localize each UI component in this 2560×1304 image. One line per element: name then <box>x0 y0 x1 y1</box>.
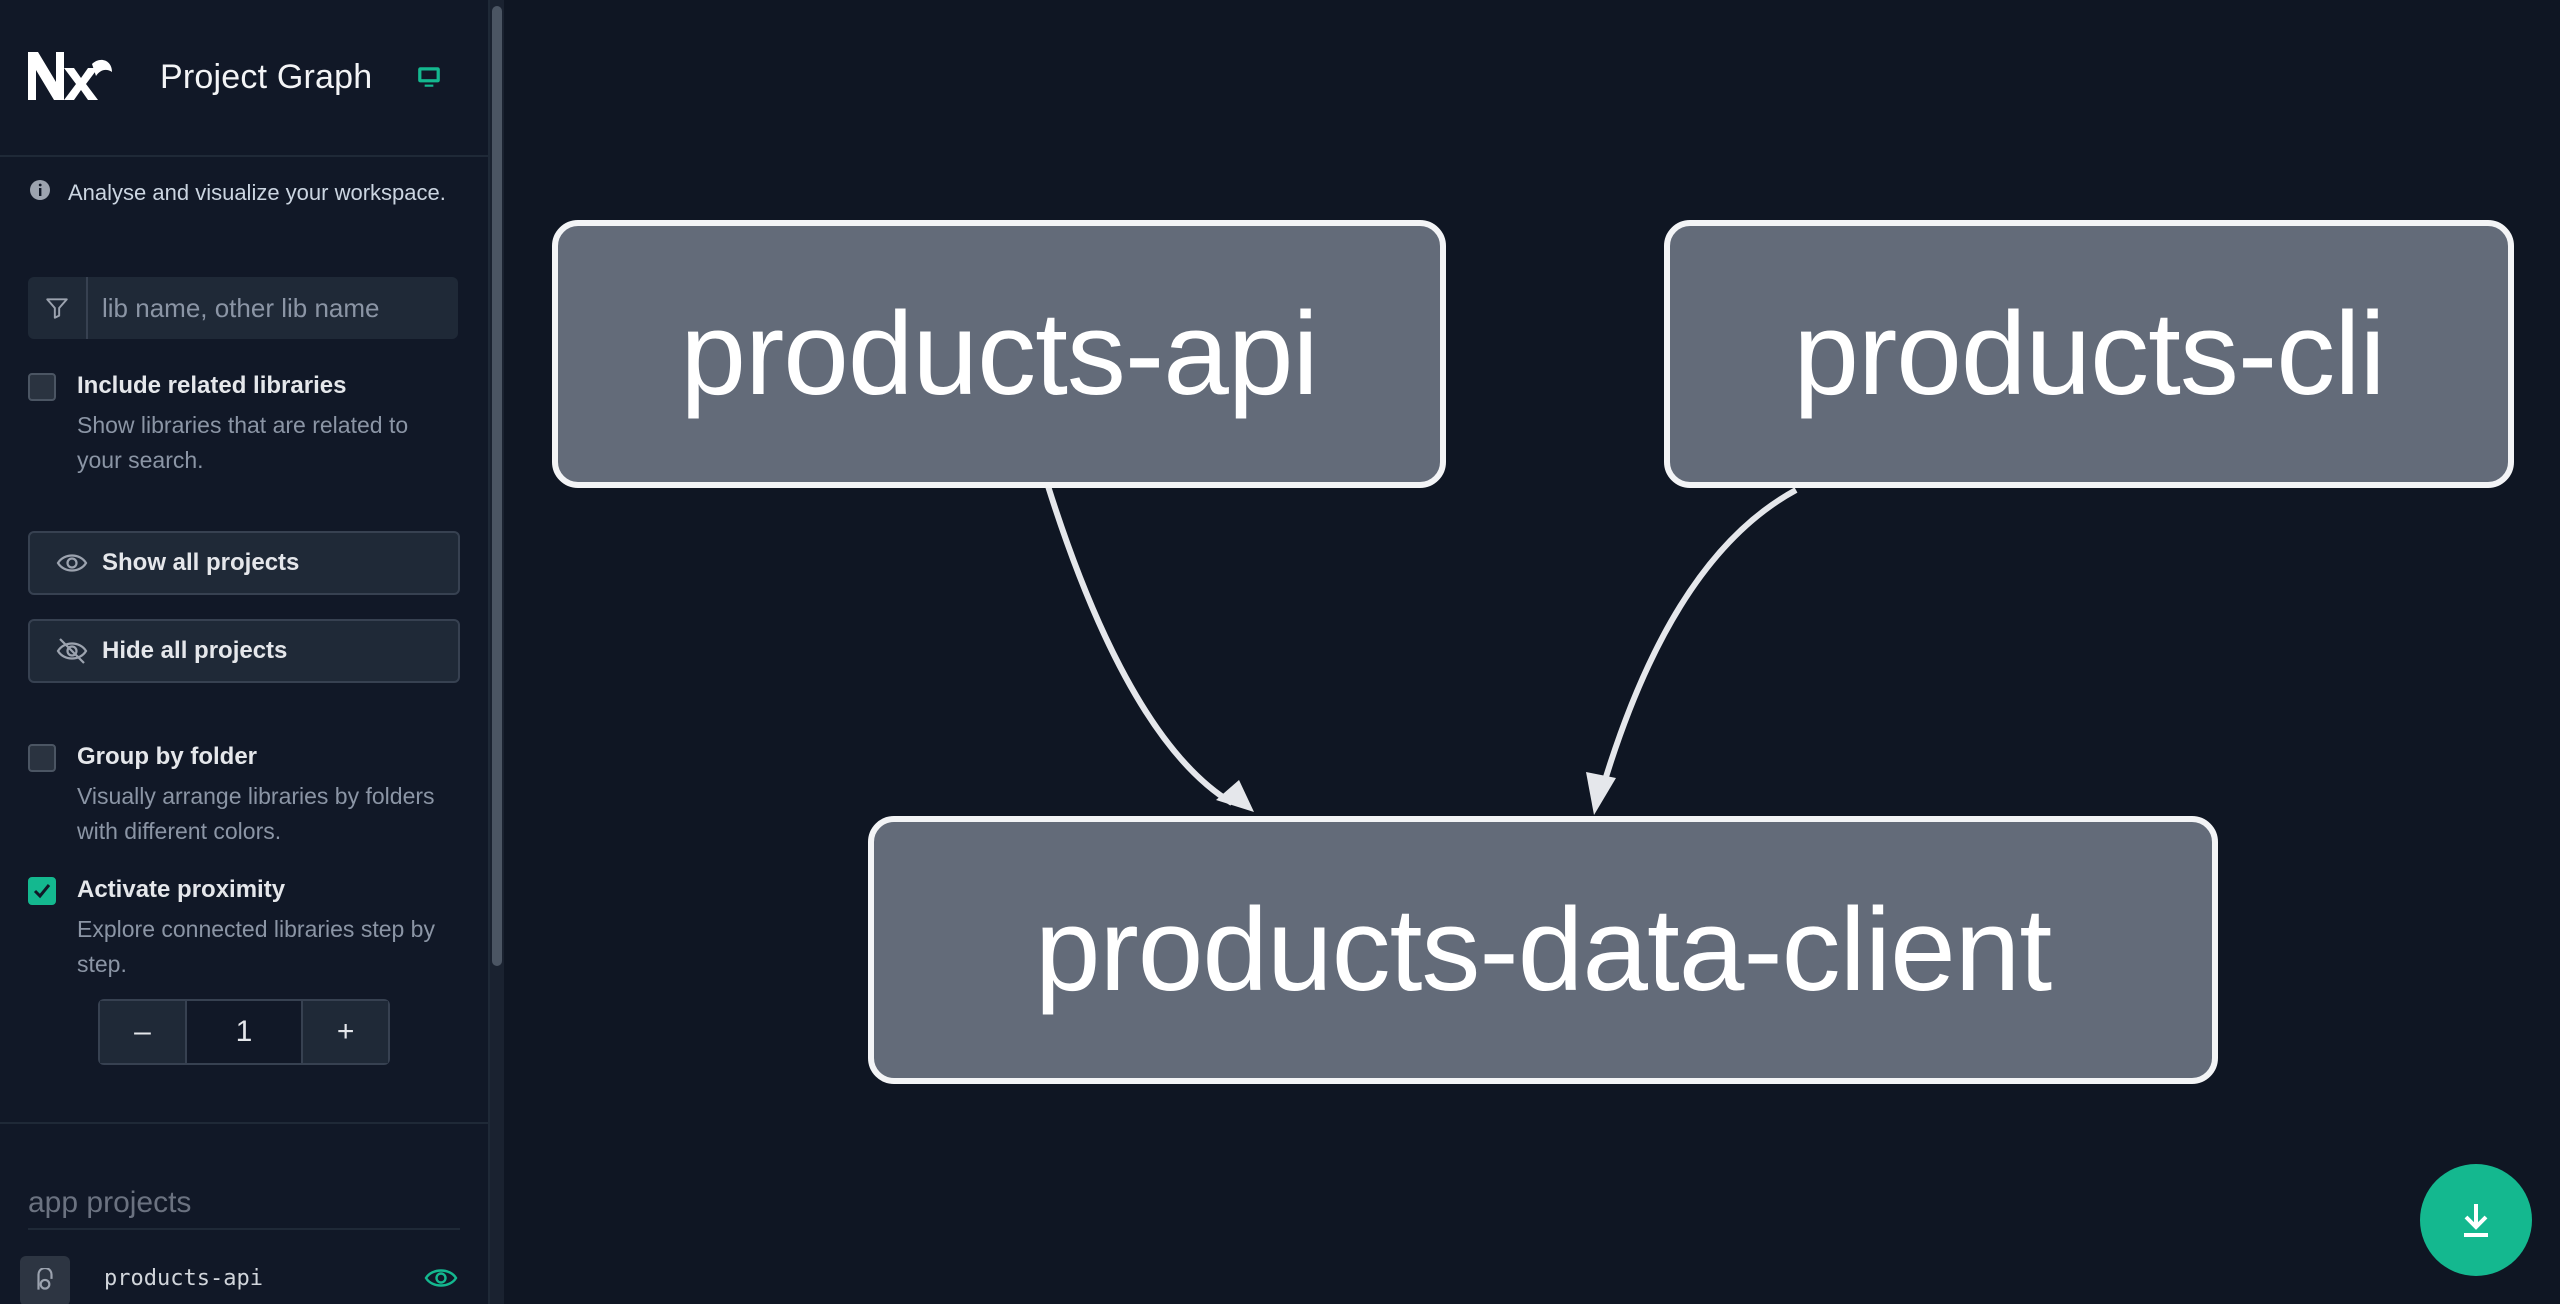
info-text: Analyse and visualize your workspace. <box>68 179 446 205</box>
scrollbar-thumb[interactable] <box>492 6 502 966</box>
graph-node-products-data-client[interactable]: products-data-client <box>868 816 2218 1084</box>
project-row: products-api <box>20 1252 460 1304</box>
app-projects-heading: app projects <box>28 1186 192 1219</box>
group-by-folder-label: Group by folder <box>77 743 257 770</box>
edge-products-api-to-products-data-client <box>1045 485 1234 806</box>
download-icon <box>2464 1204 2488 1237</box>
section-divider <box>28 1228 460 1230</box>
app-title: Project Graph <box>160 58 373 96</box>
decrement-button[interactable]: – <box>100 1001 185 1063</box>
hide-all-projects-label: Hide all projects <box>102 637 288 664</box>
arrowhead <box>1216 780 1254 812</box>
project-name[interactable]: products-api <box>104 1266 263 1291</box>
graph-canvas[interactable]: products-api products-cli products-data-… <box>504 0 2560 1304</box>
include-related-description: Show libraries that are related to your … <box>77 412 409 473</box>
search-input[interactable] <box>100 291 444 325</box>
group-by-folder-checkbox[interactable] <box>28 744 56 772</box>
hide-all-projects-button[interactable]: Hide all projects <box>28 619 460 683</box>
proximity-stepper: – 1 + <box>98 999 390 1065</box>
show-all-projects-button[interactable]: Show all projects <box>28 531 460 595</box>
arrowhead <box>1586 772 1616 815</box>
show-all-projects-label: Show all projects <box>102 549 300 576</box>
proximity-value: 1 <box>184 1001 304 1063</box>
sidebar: Project Graph Analyse and visualize your… <box>0 0 490 1304</box>
monitor-icon[interactable] <box>416 64 442 95</box>
sidebar-header: Project Graph <box>0 0 488 157</box>
edge-products-cli-to-products-data-client <box>1599 487 1798 791</box>
filter-icon <box>28 277 88 339</box>
eye-off-icon <box>52 637 92 665</box>
nx-logo[interactable] <box>26 48 114 109</box>
search-box[interactable] <box>28 277 458 339</box>
sidebar-divider <box>0 1122 488 1124</box>
proximity-description: Explore connected libraries step by step… <box>77 916 435 977</box>
app-icon[interactable] <box>20 1256 70 1304</box>
info-icon <box>28 178 52 207</box>
include-related-checkbox[interactable] <box>28 373 56 401</box>
sidebar-scrollbar[interactable] <box>490 0 504 1304</box>
proximity-label: Activate proximity <box>77 876 286 903</box>
graph-edges <box>1045 485 1798 815</box>
graph-node-products-cli[interactable]: products-cli <box>1664 220 2514 488</box>
download-button[interactable] <box>2420 1164 2532 1276</box>
eye-icon[interactable] <box>424 1266 458 1295</box>
increment-button[interactable]: + <box>303 1001 389 1063</box>
proximity-checkbox[interactable] <box>28 877 56 905</box>
eye-icon <box>52 552 92 574</box>
group-by-folder-description: Visually arrange libraries by folders wi… <box>77 783 435 844</box>
graph-node-products-api[interactable]: products-api <box>552 220 1446 488</box>
info-row: Analyse and visualize your workspace. <box>28 178 446 207</box>
checkmark-icon <box>33 884 51 899</box>
include-related-label: Include related libraries <box>77 372 347 399</box>
